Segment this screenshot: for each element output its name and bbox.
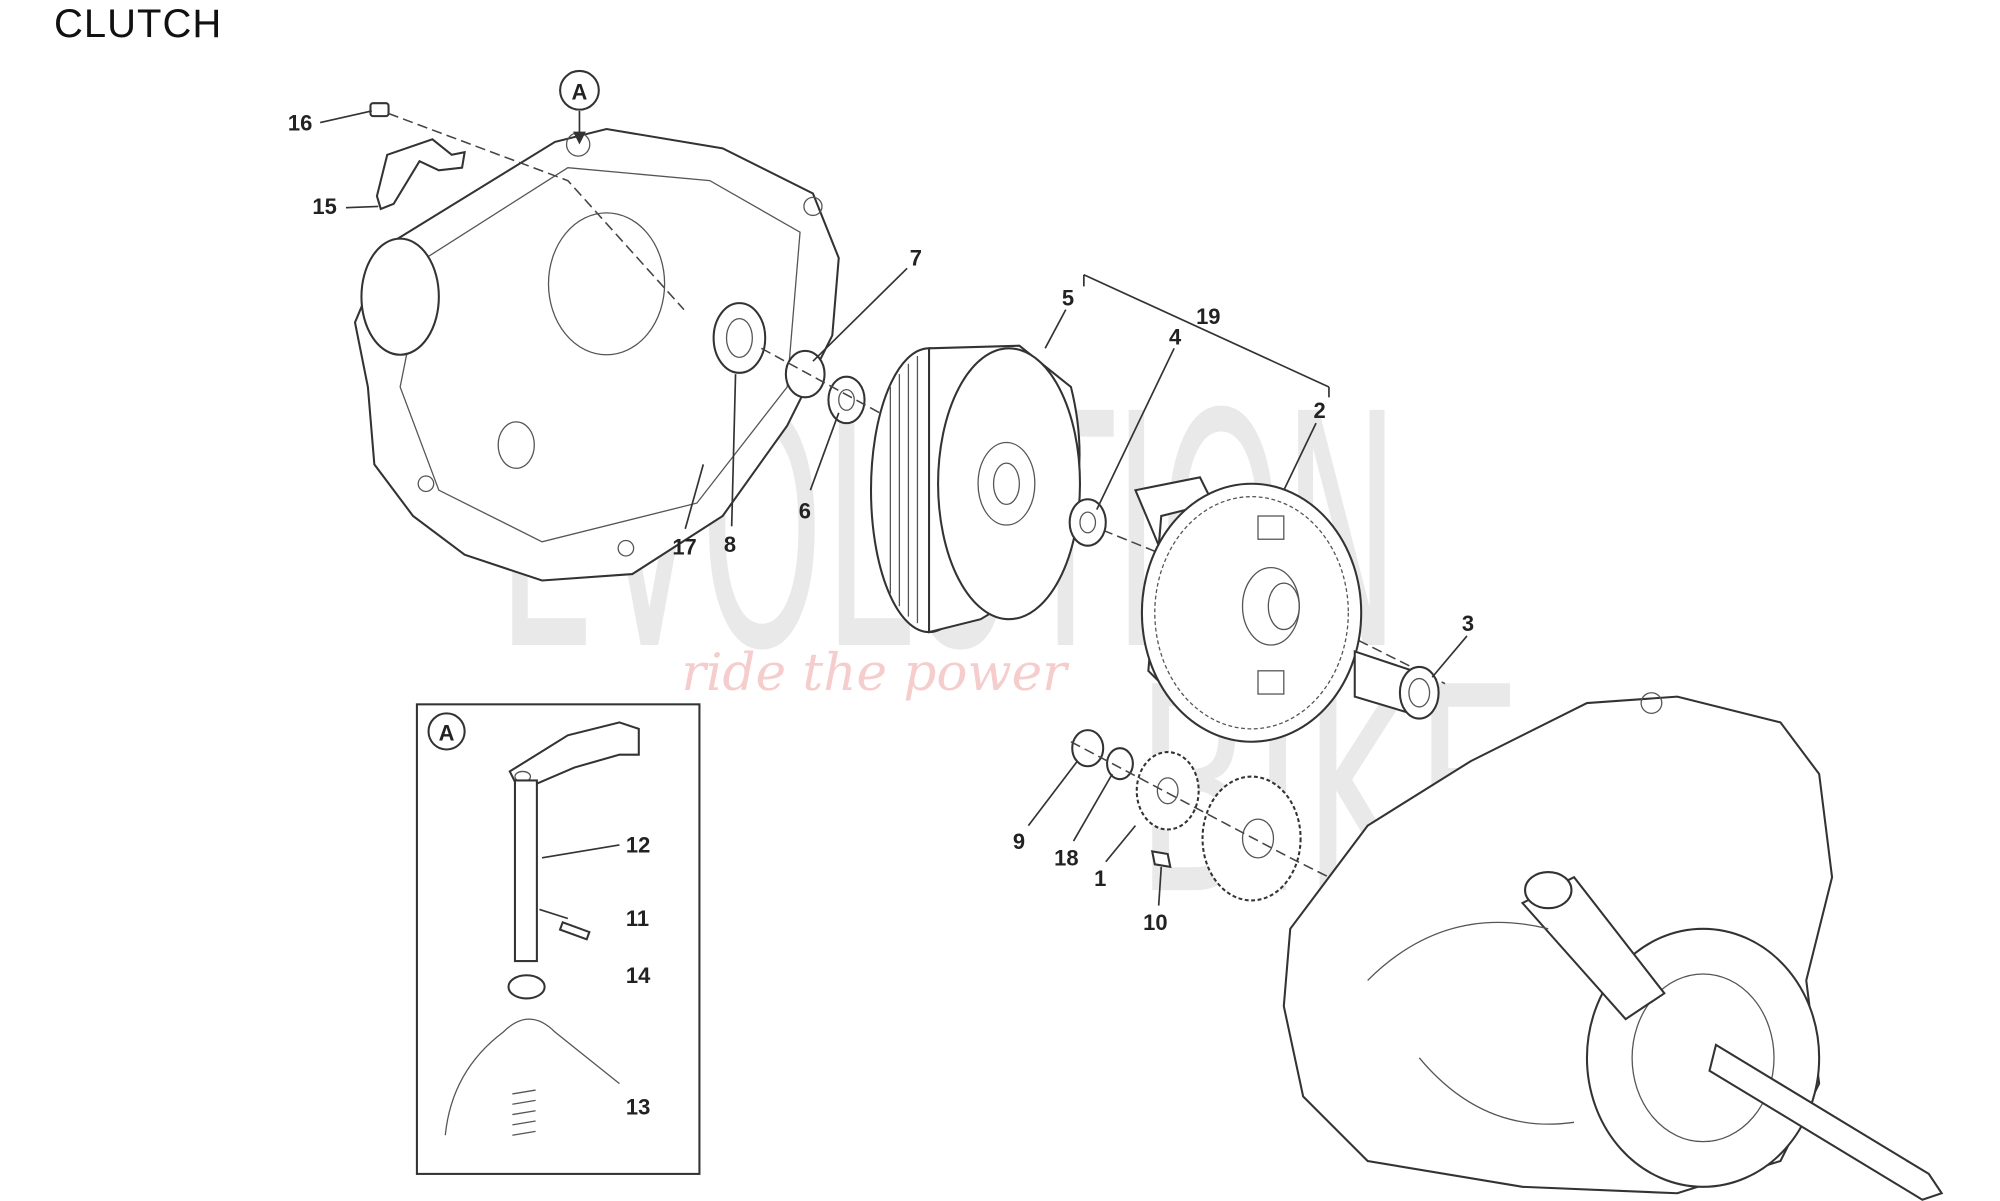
callout-6: 6 — [799, 499, 811, 524]
callout-8: 8 — [724, 532, 736, 557]
thrust-washer — [1068, 498, 1107, 547]
callout-3: 3 — [1462, 611, 1474, 636]
crankcase — [1282, 692, 1944, 1201]
driven-gear — [1201, 775, 1302, 902]
inset-marker-label: A — [439, 720, 455, 745]
callout-17: 17 — [672, 535, 696, 560]
callout-7: 7 — [910, 246, 922, 271]
detail-a-marker-label: A — [572, 79, 588, 104]
callout-5: 5 — [1062, 286, 1074, 311]
callout-labels: 16 15 7 5 19 4 2 6 17 8 3 9 18 1 10 — [288, 110, 1474, 935]
callout-4: 4 — [1169, 324, 1182, 349]
watermark-tagline: ride the power — [681, 643, 1070, 703]
page-title: CLUTCH — [54, 2, 223, 46]
clutch-cover — [353, 127, 840, 582]
bolt-and-bracket — [369, 102, 685, 311]
callout-15: 15 — [312, 194, 336, 219]
detail-a-inset: A 12 11 14 13 — [415, 703, 701, 1175]
gear-nut — [1071, 729, 1105, 768]
callout-14: 14 — [626, 963, 651, 988]
nut — [784, 349, 826, 399]
washer — [827, 375, 866, 425]
callout-12: 12 — [626, 833, 650, 858]
callout-9: 9 — [1013, 829, 1025, 854]
detail-a-marker — [559, 69, 600, 111]
clutch-basket — [1134, 476, 1363, 743]
callout-18: 18 — [1054, 846, 1078, 871]
callout-2: 2 — [1313, 398, 1325, 423]
callout-11: 11 — [626, 906, 649, 931]
gear-washer — [1106, 747, 1134, 781]
callout-1: 1 — [1094, 866, 1106, 891]
callout-16: 16 — [288, 110, 312, 135]
leader-lines — [319, 110, 1468, 906]
primary-drive-gear — [1135, 751, 1200, 831]
oil-seal — [712, 302, 767, 374]
clutch-plate-pack — [869, 344, 1082, 634]
woodruff-key — [1150, 850, 1172, 869]
callout-13: 13 — [626, 1095, 650, 1120]
callout-10: 10 — [1143, 910, 1167, 935]
callout-19: 19 — [1196, 304, 1220, 329]
collar — [1353, 650, 1440, 720]
